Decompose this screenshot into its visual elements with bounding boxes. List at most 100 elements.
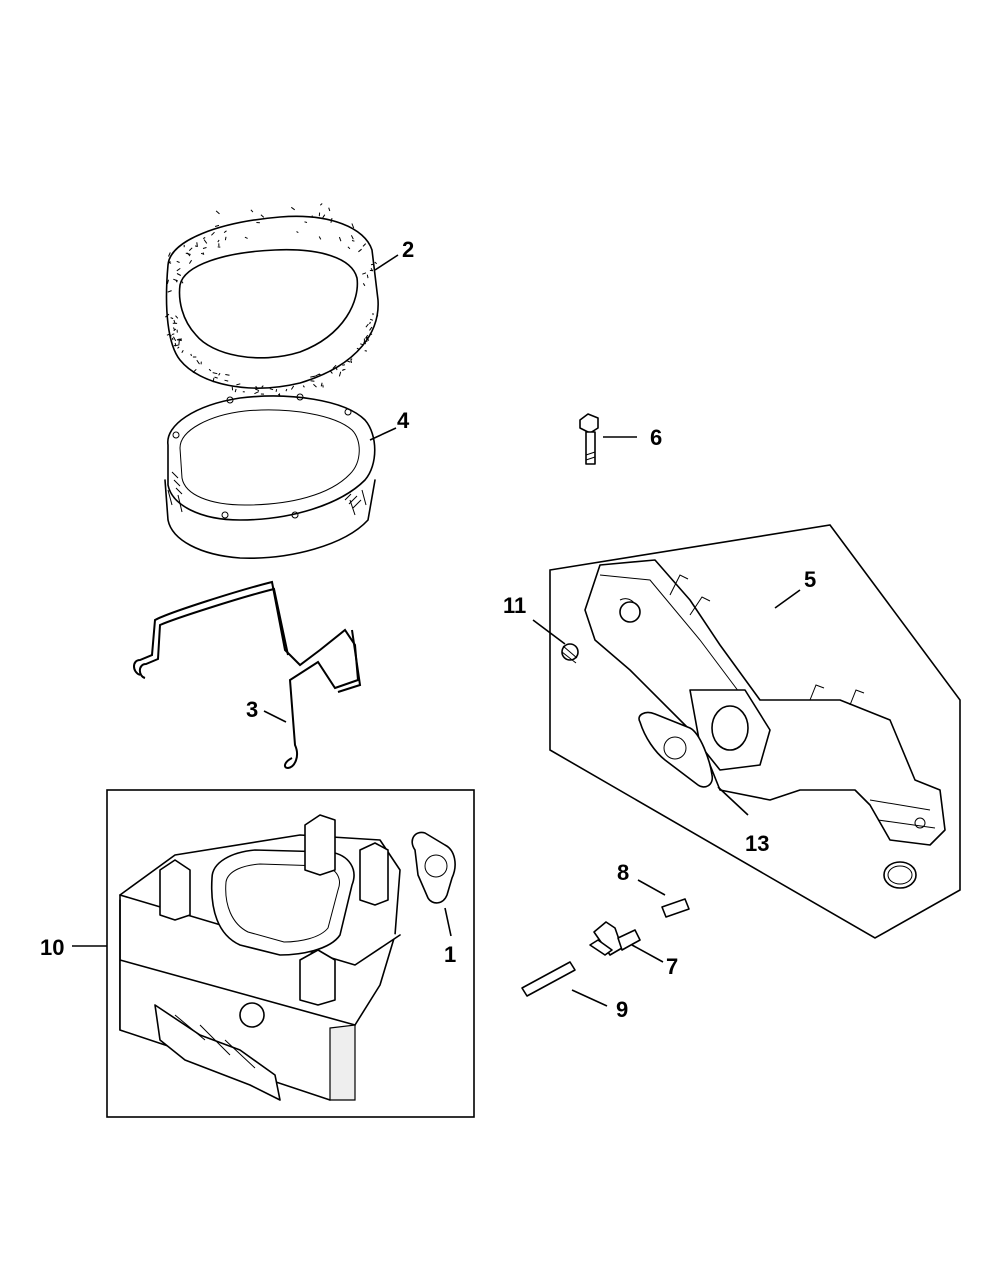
foam-speck [358,248,362,253]
foam-speck [365,323,369,328]
foam-speck [319,203,323,206]
leader-line-8 [637,879,666,896]
callout-1: 1 [444,942,456,967]
foam-speck [166,333,171,336]
callout-11: 11 [503,593,526,618]
foam-speck [275,389,278,392]
foam-speck [330,217,333,223]
callout-7: 7 [666,954,678,979]
foam-speck [322,214,326,219]
foam-speck [173,327,175,330]
foam-speck [234,388,237,393]
foam-speck [168,252,171,257]
foam-speck [338,371,342,377]
leader-line-3 [263,710,287,723]
foam-speck [285,388,288,392]
foam-speck [362,272,367,275]
foam-speck [169,334,172,339]
foam-speck [369,318,374,321]
foam-speck [332,364,337,369]
retaining-clip-icon[interactable] [133,580,362,770]
foam-speck [166,279,169,285]
foam-speck [341,369,345,371]
gasket-icon[interactable] [411,831,456,904]
foam-speck [224,236,227,241]
air-cleaner-base-icon[interactable] [119,814,401,1101]
leader-line-1 [444,907,452,937]
callout-10: 10 [40,935,64,960]
foam-speck [360,343,364,346]
foam-speck [376,314,379,318]
foam-speck [203,239,208,244]
callout-2: 2 [402,237,414,262]
foam-speck [180,280,184,284]
foam-speck [347,246,351,250]
foam-speck [362,283,366,287]
leader-line-13 [717,786,749,816]
foam-speck [260,214,265,218]
foam-speck [350,235,354,240]
foam-speck [366,336,370,341]
foam-speck [255,388,260,392]
leader-line-11 [532,619,566,645]
leader-line-7 [631,944,664,963]
callout-5: 5 [804,567,816,592]
foam-speck [168,261,172,264]
foam-speck [310,375,316,378]
valve-icon[interactable] [589,921,641,956]
foam-speck [351,240,355,242]
foam-speck [188,247,193,251]
foam-speck [290,385,295,390]
foam-speck [218,372,221,376]
foam-speck [175,315,179,319]
foam-speck [236,383,241,386]
foam-speck [320,382,323,387]
foam-speck [178,340,180,346]
tube-icon[interactable] [521,961,576,997]
precleaner-foam-icon[interactable] [164,203,379,398]
foam-speck [173,319,176,324]
foam-speck [369,326,373,331]
foam-speck [369,321,371,325]
foam-speck [366,274,369,279]
manifold-frame [549,524,961,939]
foam-speck [192,368,197,373]
foam-speck [185,252,191,255]
foam-speck [190,353,192,357]
foam-speck [261,385,264,388]
foam-speck [173,344,179,347]
base-frame [106,789,475,1118]
foam-speck [255,385,258,389]
callout-3: 3 [246,697,258,722]
foam-speck [181,349,184,353]
foam-speck [196,359,200,365]
fitting-icon[interactable] [561,643,579,664]
foam-speck [356,347,360,351]
foam-speck [214,224,220,227]
foam-speck [370,263,374,266]
foam-speck [176,260,180,263]
foam-speck [269,388,274,391]
foam-speck [296,231,299,234]
pin-icon[interactable] [661,898,690,918]
callout-9: 9 [616,997,628,1022]
foam-speck [291,206,295,211]
leader-line-4 [369,427,397,441]
foam-speck [315,373,321,377]
foam-speck [304,221,308,223]
manifold-gasket-icon[interactable] [638,711,714,788]
foam-speck [313,383,317,388]
o-ring-inner [887,865,913,885]
leader-line-2 [374,254,399,271]
foam-speck [350,360,353,364]
foam-speck [167,290,172,293]
air-filter-element-icon[interactable] [164,393,376,559]
foam-speck [170,317,174,320]
screw-icon[interactable] [579,413,599,465]
foam-speck [318,236,322,240]
leader-line-5 [774,589,801,609]
foam-speck [362,243,367,247]
foam-speck [202,237,206,240]
foam-speck [224,379,229,382]
foam-speck [172,336,177,342]
